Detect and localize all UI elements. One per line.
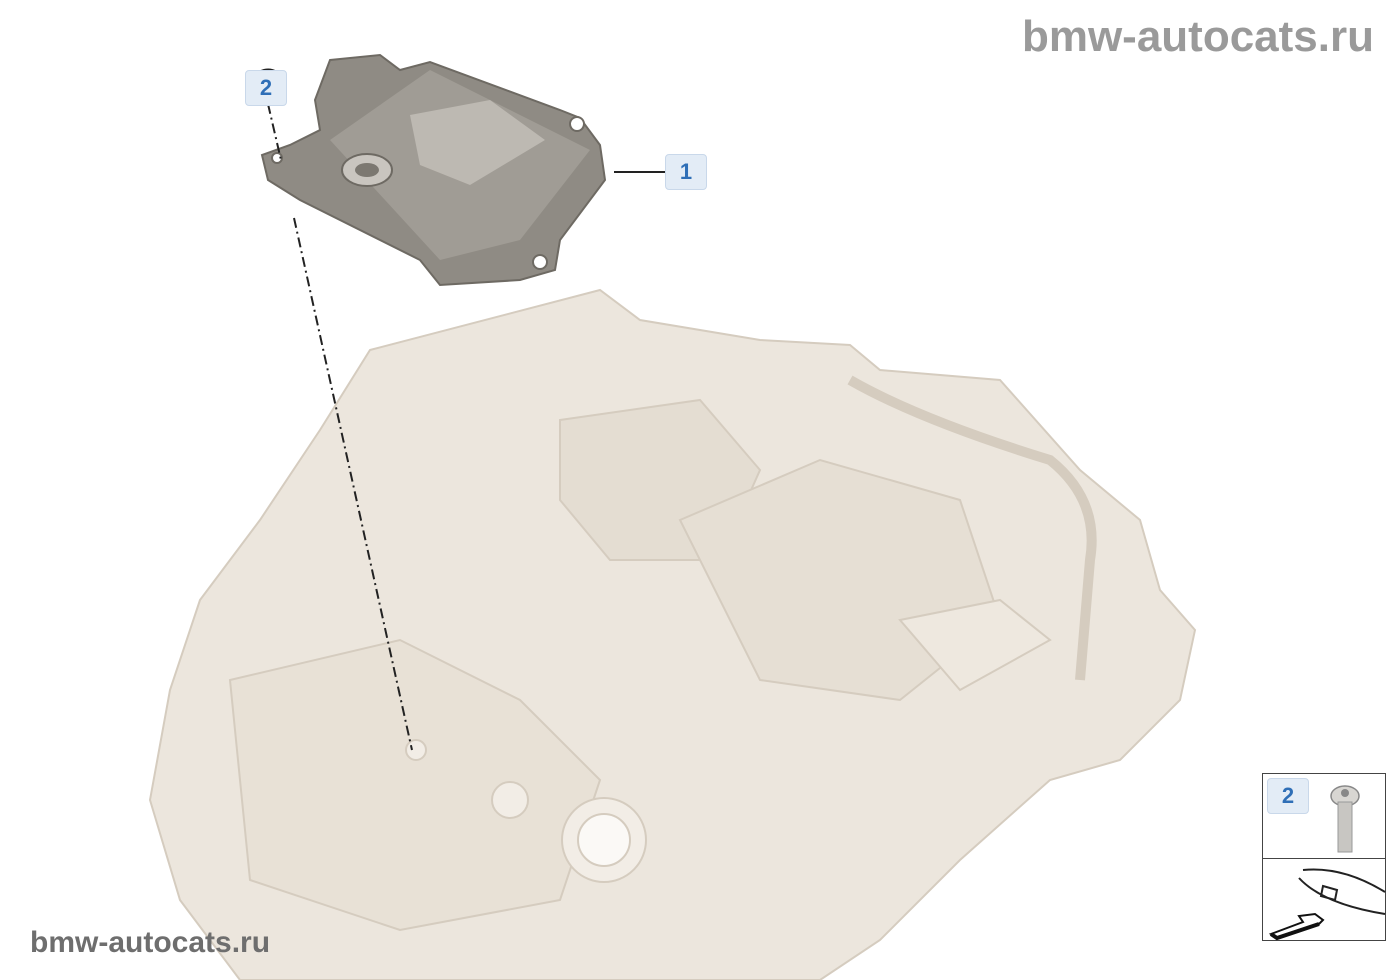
watermark-top: bmw-autocats.ru: [1021, 12, 1374, 61]
vehicle-direction-icon: [1268, 868, 1386, 941]
screw-legend-box: 2: [1262, 773, 1386, 941]
callout-1[interactable]: 1: [665, 154, 707, 190]
leader-line-2-lower: [293, 217, 413, 751]
callout-2[interactable]: 2: [245, 70, 287, 106]
legend-callout-2[interactable]: 2: [1267, 778, 1309, 814]
screw-icon: [1330, 785, 1360, 853]
control-unit-part: [260, 53, 607, 287]
legend-screw-panel: 2: [1263, 774, 1385, 859]
transmission-housing: [148, 288, 1197, 980]
watermark-bottom: bmw-autocats.ru: [30, 926, 271, 959]
leader-line-2: [267, 103, 282, 161]
